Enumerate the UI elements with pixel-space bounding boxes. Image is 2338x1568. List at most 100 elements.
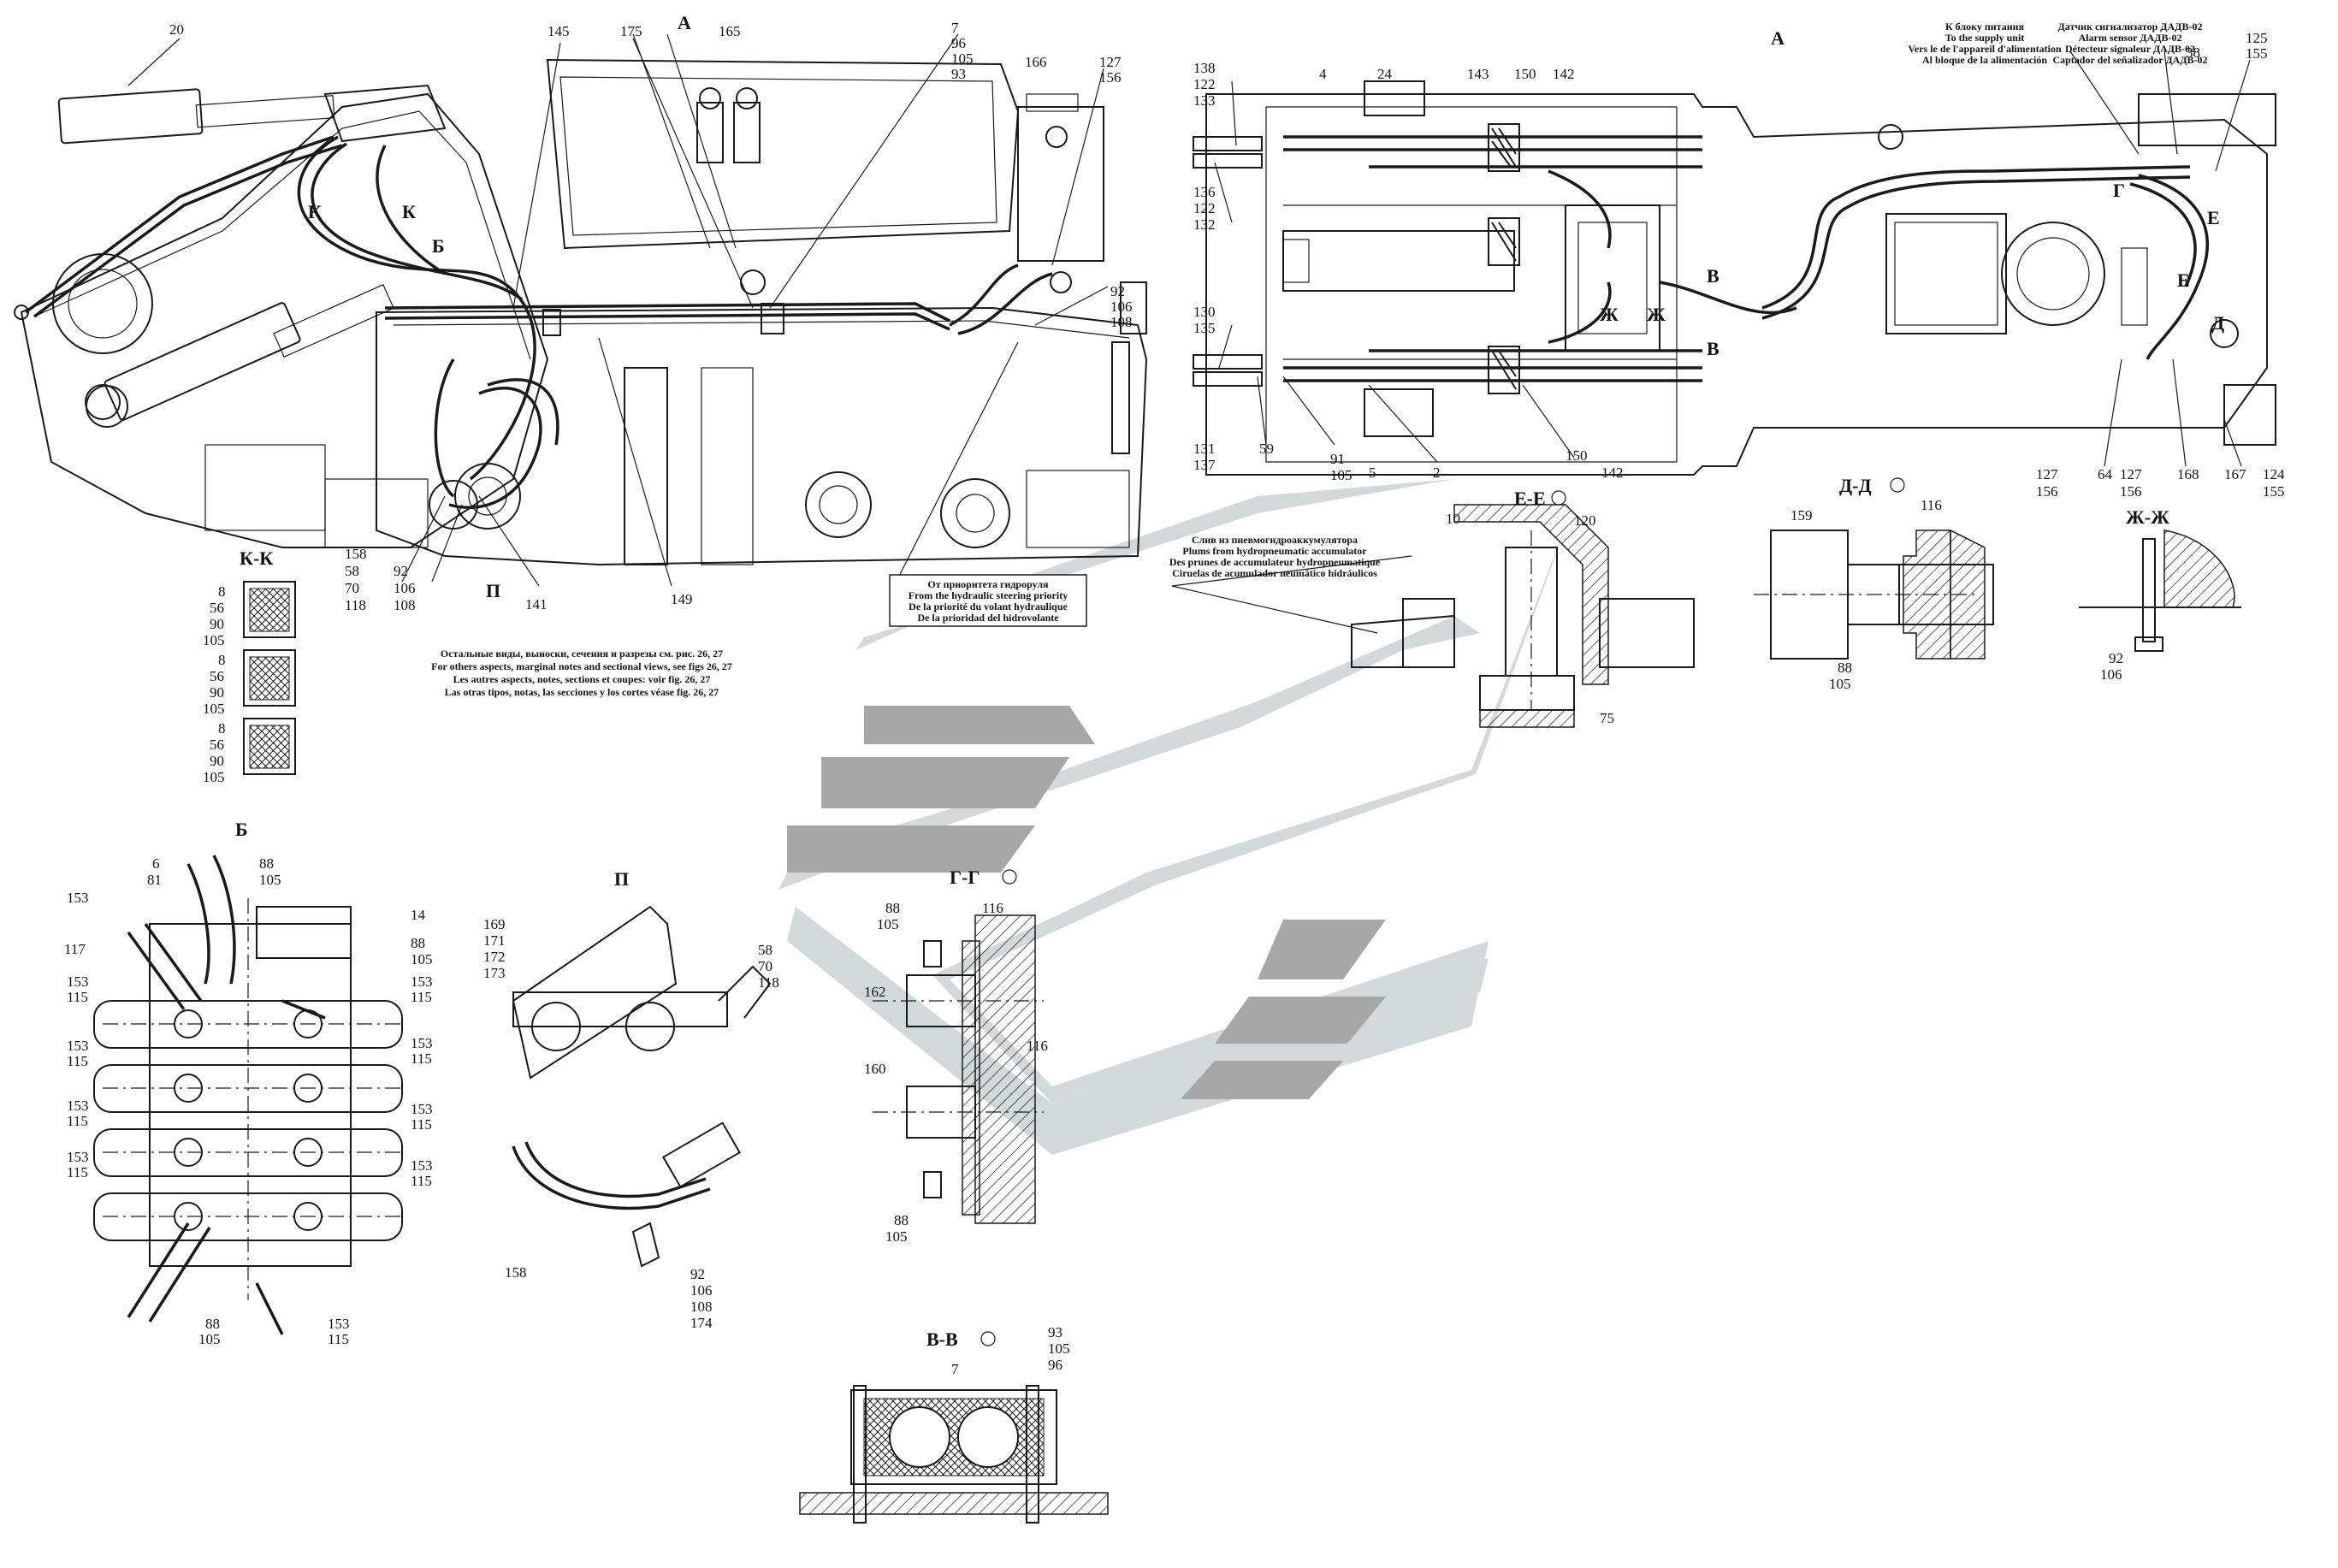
b-153-l4: 153	[67, 1149, 89, 1165]
marker-e-2: Е	[2177, 269, 2190, 291]
drain-note-ru: Слив из пневмогидроаккумулятора	[1192, 534, 1358, 546]
a-4: 4	[1319, 66, 1327, 82]
callout-58: 58	[345, 563, 359, 579]
a-122: 122	[1193, 76, 1216, 92]
section-b-drawing	[93, 855, 403, 1335]
b-81: 81	[147, 872, 162, 888]
a-105: 105	[1330, 467, 1352, 483]
view-a-drawing	[1193, 80, 2276, 476]
b-88-top: 88	[259, 855, 274, 872]
b-153-r4: 153	[411, 1157, 433, 1174]
vv-105: 105	[1048, 1340, 1070, 1357]
steering-priority-box	[889, 574, 1087, 627]
section-dd-mark	[1890, 477, 1905, 493]
section-b-title: Б	[235, 819, 248, 840]
a-5: 5	[1369, 464, 1376, 481]
b-153-l1: 153	[67, 973, 89, 990]
callout-106-left: 106	[394, 580, 416, 596]
p-92: 92	[690, 1266, 705, 1282]
vv-7: 7	[951, 1361, 959, 1377]
b-153-r3: 153	[411, 1101, 433, 1117]
callout-20: 20	[169, 21, 184, 38]
callout-93: 93	[951, 66, 966, 82]
b-153-l2: 153	[67, 1038, 89, 1054]
marker-zh-1: Ж	[1600, 304, 1619, 325]
a-59: 59	[1259, 441, 1274, 457]
gg-88-top: 88	[885, 900, 900, 916]
b-153-r1: 153	[411, 973, 433, 990]
kk2-105: 105	[203, 701, 225, 717]
callout-105: 105	[951, 50, 974, 67]
a-150b: 150	[1566, 447, 1588, 464]
section-vv-title: В-В	[926, 1328, 958, 1350]
callout-106: 106	[1110, 299, 1133, 315]
callout-127: 127	[1099, 54, 1122, 70]
section-p-drawing	[512, 905, 772, 1268]
dd-159: 159	[1790, 507, 1813, 524]
callout-145: 145	[548, 23, 570, 39]
a-136: 136	[1193, 184, 1216, 200]
kk1-56: 56	[210, 600, 224, 616]
callout-118: 118	[345, 597, 366, 613]
callout-156: 156	[1099, 69, 1122, 86]
supply-unit-fr: Vers le de l'appareil d'alimentation	[1908, 43, 2062, 55]
section-zhzh-drawing	[2079, 530, 2241, 652]
callout-108-left: 108	[394, 597, 416, 613]
b-115-l3: 115	[67, 1113, 88, 1129]
marker-a-top: А	[678, 12, 691, 33]
b-115-r2: 115	[411, 1050, 432, 1067]
callout-165: 165	[719, 23, 741, 39]
leader-lines	[127, 33, 2251, 634]
marker-v-1: В	[1707, 265, 1719, 287]
p-106: 106	[690, 1282, 713, 1299]
drain-note-fr: Des prunes de accumulateur hydropneumati…	[1169, 556, 1381, 568]
b-115-l1: 115	[67, 989, 88, 1005]
ee-120: 120	[1574, 512, 1596, 529]
gg-162: 162	[864, 984, 886, 1000]
a-133: 133	[1193, 92, 1216, 109]
a-131: 131	[1193, 441, 1216, 457]
ee-75: 75	[1600, 710, 1614, 726]
section-gg-mark	[1002, 869, 1017, 885]
marker-p: П	[486, 580, 500, 601]
section-dd-title: Д-Д	[1839, 475, 1872, 496]
kk1-90: 90	[210, 616, 224, 632]
gg-105-bottom: 105	[885, 1228, 908, 1245]
b-105-right: 105	[411, 951, 433, 967]
marker-d: Д	[2211, 312, 2224, 334]
steering-note-ru: От приоритета гидроруля	[927, 578, 1049, 590]
b-115-r3: 115	[411, 1116, 432, 1133]
marker-k-1: К	[308, 201, 322, 222]
b-153-top: 153	[67, 890, 89, 906]
p-171: 171	[483, 932, 506, 949]
a-127b: 127	[2036, 466, 2058, 482]
a-135: 135	[1193, 320, 1216, 336]
p-169: 169	[483, 916, 506, 932]
a-155b: 155	[2263, 483, 2285, 500]
other-views-note-ru: Остальные виды, выноски, сечения и разре…	[441, 648, 723, 660]
gg-116-top: 116	[982, 900, 1003, 916]
dd-88: 88	[1838, 660, 1852, 676]
p-58: 58	[758, 942, 772, 958]
a-130: 130	[1193, 304, 1216, 320]
section-kk-drawing	[243, 581, 296, 775]
alarm-sensor-ru: Датчик сигнализатор ДАДВ-02	[2058, 21, 2203, 33]
labels: 20 145 175 А 165 7 96 105 93 166 127 156…	[64, 12, 2285, 1377]
a-138: 138	[1193, 60, 1216, 76]
kk3-90: 90	[210, 753, 224, 769]
side-view-drawing	[14, 33, 1148, 566]
kk2-56: 56	[210, 668, 224, 684]
gg-160: 160	[864, 1061, 886, 1077]
marker-k-2: К	[402, 201, 416, 222]
callout-7: 7	[951, 20, 959, 36]
a-91: 91	[1330, 451, 1345, 467]
vv-96: 96	[1048, 1357, 1062, 1373]
supply-unit-ru: К блоку питания	[1945, 21, 2025, 33]
marker-v-2: В	[1707, 338, 1719, 359]
gg-116-mid: 116	[1027, 1038, 1048, 1054]
supply-unit-en: To the supply unit	[1945, 32, 2025, 44]
ee-10: 10	[1446, 511, 1460, 527]
b-115-l2: 115	[67, 1053, 88, 1069]
zh-92: 92	[2109, 650, 2123, 666]
